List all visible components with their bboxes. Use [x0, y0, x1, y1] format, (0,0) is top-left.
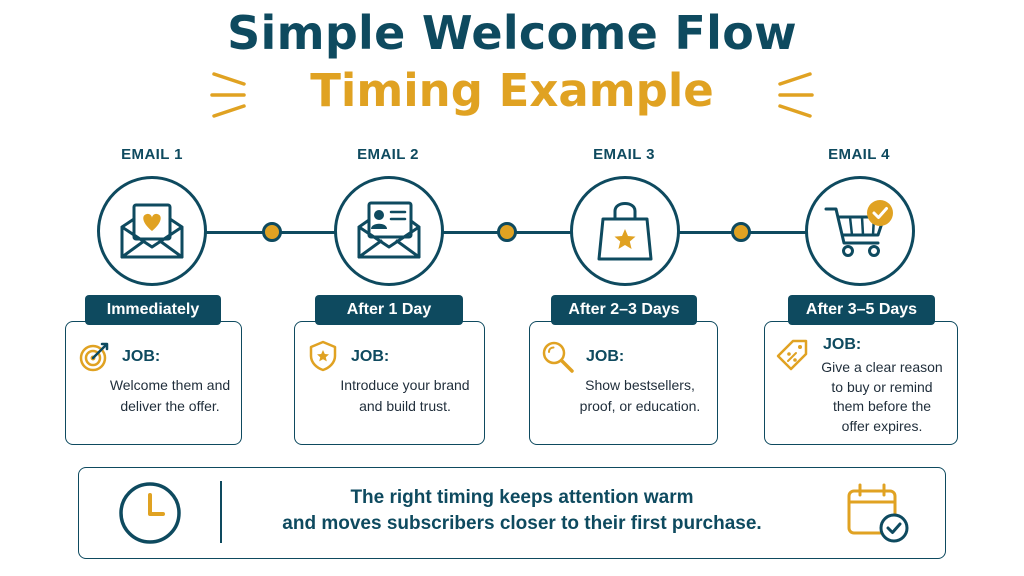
email-3-job-text: Show bestsellers, proof, or education. — [579, 377, 701, 414]
sparkle-lines-icon — [778, 72, 814, 118]
email-2-label: EMAIL 2 — [357, 146, 419, 163]
email-3-card — [529, 321, 718, 445]
email-3-timing: After 2–3 Days — [551, 295, 697, 325]
email-2-node — [334, 176, 444, 286]
shopping-bag-star-icon — [597, 202, 653, 261]
clock-icon — [119, 482, 181, 544]
summary-line-1: The right timing keeps attention warm — [350, 487, 694, 508]
envelope-heart-icon — [120, 203, 184, 259]
page-title: Simple Welcome Flow — [227, 6, 797, 60]
summary-banner — [78, 467, 946, 559]
magnifier-icon — [542, 341, 574, 373]
email-1-node — [97, 176, 207, 286]
timeline-dot — [731, 222, 751, 242]
email-4-job-text: Give a clear reason to buy or remind the… — [821, 359, 943, 434]
calendar-check-icon — [847, 483, 909, 543]
sparkle-lines-icon — [210, 72, 246, 118]
email-4-label: EMAIL 4 — [828, 146, 890, 163]
email-1-label: EMAIL 1 — [121, 146, 183, 163]
email-4-timing: After 3–5 Days — [788, 295, 935, 325]
email-1-job-text: Welcome them and deliver the offer. — [109, 377, 231, 414]
email-1-job-label: JOB: — [122, 348, 161, 365]
email-3-label: EMAIL 3 — [593, 146, 655, 163]
banner-divider — [220, 481, 222, 543]
envelope-profile-icon — [357, 201, 421, 259]
email-4-node — [805, 176, 915, 286]
email-1-timing: Immediately — [85, 295, 221, 325]
email-2-job-text: Introduce your brand and build trust. — [340, 377, 470, 414]
page-subtitle: Timing Example — [310, 64, 714, 117]
timeline-dot — [497, 222, 517, 242]
timeline-dot — [262, 222, 282, 242]
cart-check-icon — [824, 200, 893, 257]
email-2-job-label: JOB: — [351, 348, 390, 365]
email-3-job-label: JOB: — [586, 348, 625, 365]
summary-line-2: and moves subscribers closer to their fi… — [282, 513, 762, 534]
target-icon — [79, 342, 109, 372]
shield-star-icon — [309, 340, 337, 372]
email-3-node — [570, 176, 680, 286]
price-tag-icon — [776, 339, 808, 371]
email-1-card — [65, 321, 242, 445]
email-2-timing: After 1 Day — [315, 295, 463, 325]
email-4-job-label: JOB: — [823, 336, 862, 353]
